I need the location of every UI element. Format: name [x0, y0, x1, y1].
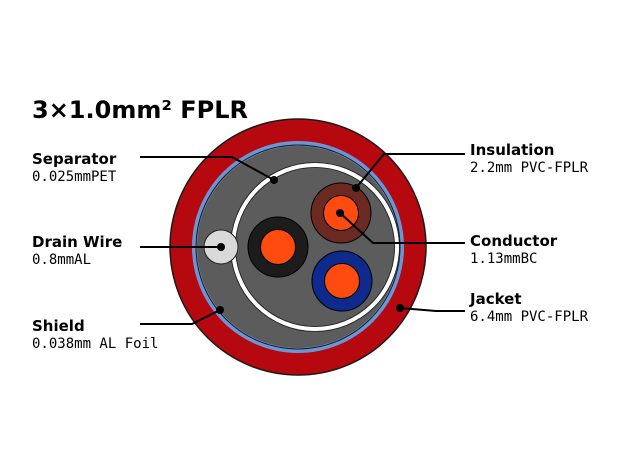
cable-cross-section: [169, 118, 427, 376]
core-blue-conductor: [324, 263, 360, 299]
insulation-label: Insulation: [470, 141, 554, 159]
jacket-leader: [399, 307, 465, 312]
insulation-leader-dot: [352, 184, 360, 192]
diagram-title: 3×1.0mm² FPLR: [32, 96, 248, 124]
jacket-spec: 6.4mm PVC-FPLR: [470, 309, 589, 325]
jacket-label: Jacket: [469, 290, 522, 308]
drain-wire-spec: 0.8mmAL: [32, 252, 91, 268]
conductor-leader: [339, 212, 465, 244]
drain-wire-label: Drain Wire: [32, 233, 122, 251]
conductor-leader-dot: [336, 209, 344, 217]
jacket-leader-dot: [396, 304, 404, 312]
shield-spec: 0.038mm AL Foil: [32, 336, 158, 352]
insulation-spec: 2.2mm PVC-FPLR: [470, 160, 589, 176]
right-labels: Insulation 2.2mm PVC-FPLR Conductor 1.13…: [469, 141, 589, 325]
conductor-spec: 1.13mmBC: [470, 251, 537, 267]
separator-leader-dot: [270, 176, 278, 184]
shield-label: Shield: [32, 317, 85, 335]
separator-leader: [140, 156, 275, 181]
leader-lines: [140, 153, 465, 325]
drain-wire-leader-dot: [217, 243, 225, 251]
separator-spec: 0.025mmPET: [32, 169, 117, 185]
core-black-conductor: [260, 229, 296, 265]
separator-label: Separator: [32, 150, 117, 168]
left-labels: Separator 0.025mmPET Drain Wire 0.8mmAL …: [32, 150, 158, 352]
conductor-label: Conductor: [470, 232, 558, 250]
shield-leader-dot: [216, 306, 224, 314]
shield-leader: [140, 309, 221, 325]
insulation-leader: [355, 153, 465, 189]
